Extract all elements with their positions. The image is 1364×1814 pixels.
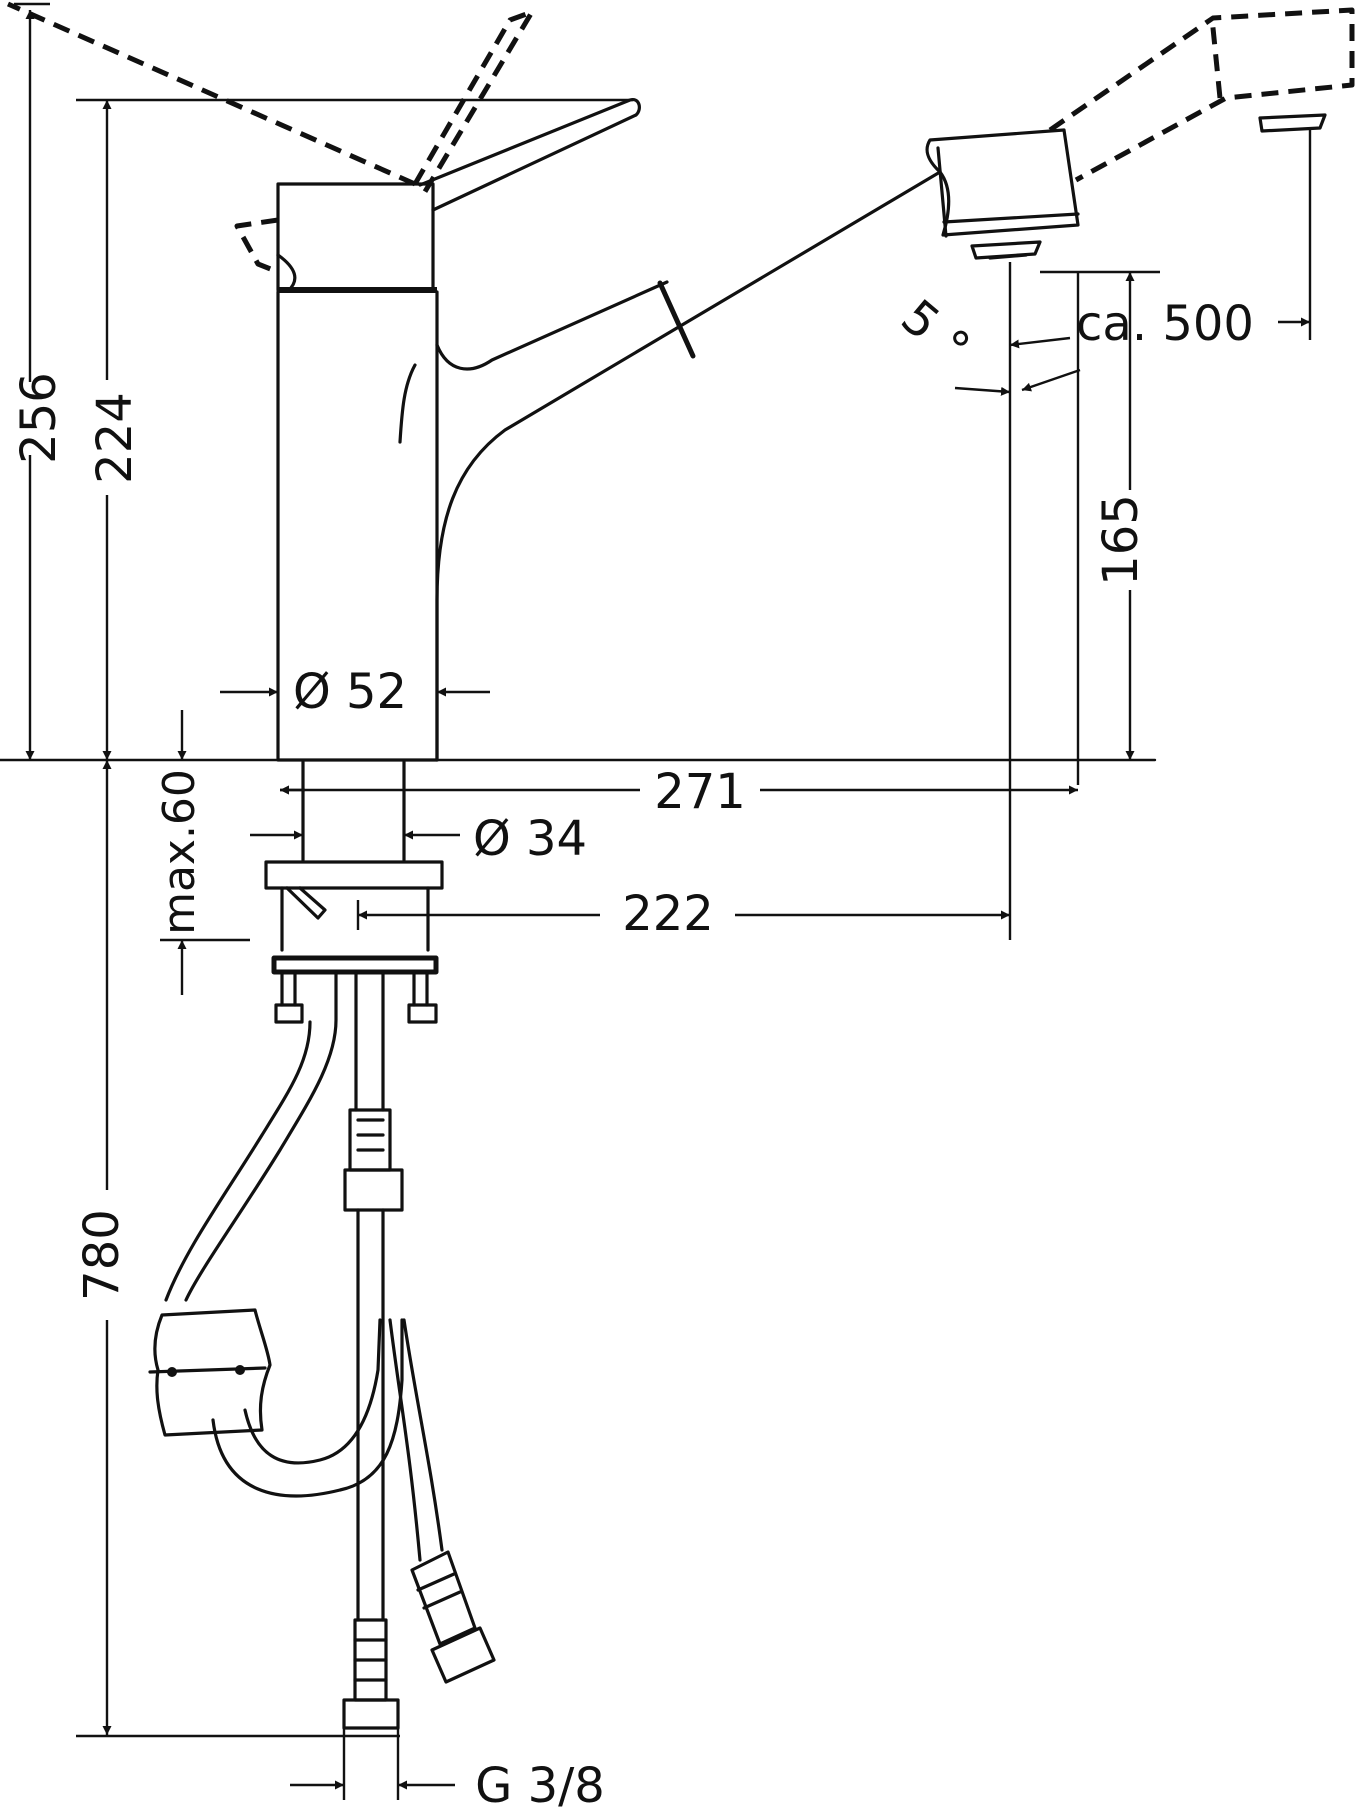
dim-hose-length: 780	[74, 1209, 130, 1301]
spray-head-extended	[1048, 7, 1355, 183]
dim-height-total: 256	[11, 372, 67, 464]
lever-handle	[418, 97, 641, 212]
dim-height-lever: 224	[87, 392, 143, 484]
lever-alt-position	[6, 1, 535, 275]
dim-pullout-length: ca. 500	[1076, 296, 1254, 352]
dim-spout-clearance: 165	[1093, 494, 1149, 586]
dim-max-deck-thickness: max.60	[154, 769, 205, 935]
dim-spray-angle: 5 °	[891, 289, 980, 377]
dim-reach: 271	[654, 764, 746, 820]
dim-body-diameter: Ø 52	[293, 664, 407, 720]
dim-connection-thread: G 3/8	[475, 1758, 605, 1814]
mounting-shank	[0, 758, 1157, 1024]
dim-shank-diameter: Ø 34	[473, 811, 587, 867]
dimension-lines	[14, 2, 1312, 1800]
dim-reach-to-outlet: 222	[622, 886, 714, 942]
supply-hoses	[148, 970, 496, 1730]
faucet-body	[276, 128, 1080, 762]
